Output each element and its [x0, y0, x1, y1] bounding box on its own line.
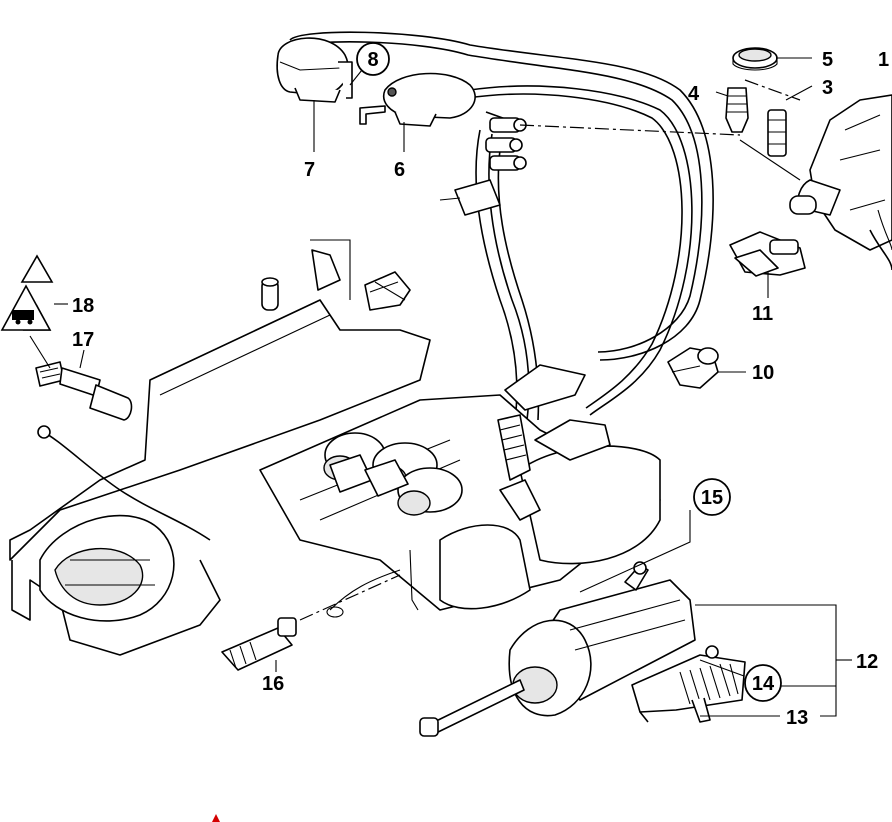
callout-17: 17: [72, 329, 94, 351]
clip-part-10: [667, 347, 719, 389]
main-hydraulic-unit: [9, 239, 661, 656]
actuator-part-6: [359, 72, 476, 127]
callout-8-circle: [356, 42, 390, 76]
screw-part-3: [767, 109, 787, 157]
actuator-part-7: [276, 37, 353, 103]
cap-part-5: [732, 47, 778, 71]
callout-4: 4: [688, 83, 700, 105]
bracket-part-11: [729, 231, 806, 277]
callout-8: 8: [367, 49, 378, 71]
callout-18: 18: [72, 295, 94, 317]
callout-15-circle: [693, 478, 731, 516]
callout-11: 11: [752, 303, 773, 325]
callout-15: 15: [701, 487, 723, 509]
warning-sign-icon: [0, 284, 52, 331]
callout-16: 16: [262, 673, 284, 695]
fitting-part-4: [725, 87, 749, 133]
leader-lines: [29, 57, 852, 717]
callout-12: 12: [856, 651, 878, 673]
callout-5: 5: [822, 49, 833, 71]
callout-7: 7: [304, 159, 315, 181]
sensor-part-16: [221, 617, 297, 671]
harness-cables: [289, 31, 714, 421]
callout-14: 14: [752, 673, 775, 695]
callout-labels: 1 3 4 5 6 7 8 10 11 12 13 14 15 16 17 18: [72, 42, 889, 729]
pump-part-1: [789, 94, 892, 271]
temp-sender-part-17: [35, 361, 133, 421]
callout-14-circle: [744, 664, 782, 702]
callout-3: 3: [822, 77, 833, 99]
slave-cylinder: [419, 561, 746, 737]
warning-mark-icon: [212, 814, 220, 822]
callout-1: 1: [878, 49, 889, 71]
callout-6: 6: [394, 159, 405, 181]
hose-fittings: [439, 117, 527, 216]
callout-10: 10: [752, 362, 774, 384]
callout-13: 13: [786, 707, 808, 729]
